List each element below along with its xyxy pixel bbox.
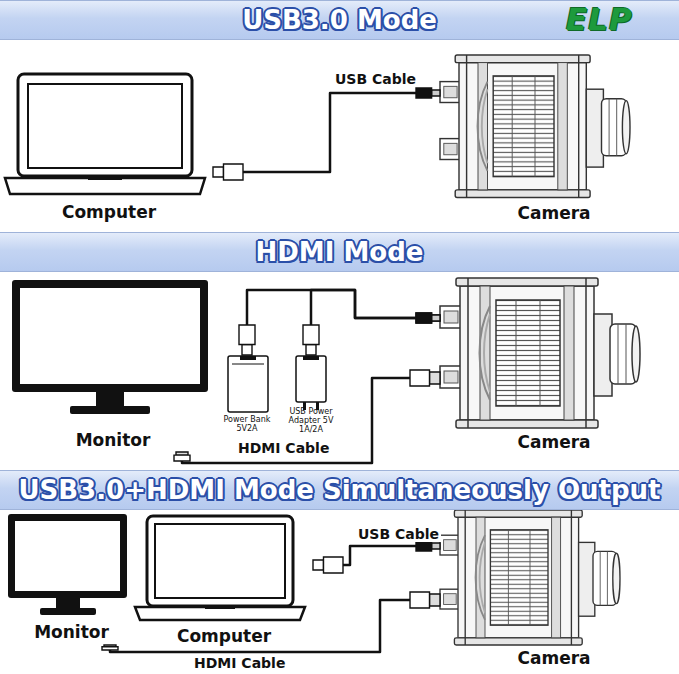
device-label: Computer bbox=[135, 626, 313, 646]
device-node: Computer bbox=[135, 512, 313, 648]
device-label: Computer bbox=[5, 202, 213, 222]
drawing-part bbox=[228, 356, 268, 412]
cable-line bbox=[110, 600, 440, 652]
plug-part bbox=[416, 541, 432, 551]
brand-logo: ELP bbox=[566, 1, 633, 37]
plug-part bbox=[416, 313, 432, 323]
cable-label: HDMI Cable bbox=[192, 655, 287, 671]
monitor-drawing bbox=[8, 514, 127, 615]
device-label: Camera bbox=[440, 648, 668, 668]
device-label: Power Bank 5V2A bbox=[222, 415, 272, 433]
plug-part bbox=[410, 370, 430, 386]
cable-line bbox=[213, 93, 440, 172]
plug-part bbox=[303, 325, 319, 345]
drawing-part bbox=[135, 607, 305, 620]
device-node: Monitor bbox=[8, 278, 218, 452]
cable-label: USB Cable bbox=[356, 526, 441, 542]
cable-connector bbox=[239, 290, 440, 355]
device-node: Monitor bbox=[5, 512, 138, 645]
plug-part bbox=[430, 594, 441, 606]
device-label: USB Power Adapter 5V 1A/2A bbox=[276, 407, 346, 435]
drawing-part bbox=[240, 356, 256, 360]
device-node: Computer bbox=[5, 60, 213, 225]
laptop-drawing bbox=[135, 516, 305, 620]
section-banner: HDMI Mode bbox=[0, 232, 679, 272]
plug-part bbox=[313, 560, 324, 570]
plug-part bbox=[430, 372, 441, 384]
plug-part bbox=[432, 543, 440, 549]
plug-part bbox=[432, 90, 440, 96]
cable-line bbox=[247, 290, 440, 355]
drawing-part bbox=[296, 356, 326, 402]
device-node: Camera bbox=[440, 278, 668, 458]
drawing-part bbox=[40, 608, 96, 615]
device-label: Camera bbox=[440, 203, 668, 223]
drawing-part bbox=[12, 280, 208, 392]
drawing-part bbox=[88, 176, 122, 180]
cable-label: HDMI Cable bbox=[236, 440, 331, 456]
camera-drawing bbox=[440, 55, 630, 198]
cable-line bbox=[311, 290, 440, 355]
drawing-part bbox=[56, 598, 80, 608]
laptop-drawing bbox=[5, 74, 205, 194]
plug-part bbox=[416, 88, 432, 98]
plug-part bbox=[324, 557, 344, 573]
cable-connector bbox=[213, 88, 440, 180]
drawing-part bbox=[5, 178, 205, 194]
plug-part bbox=[432, 315, 440, 321]
device-node: Power Bank 5V2A bbox=[222, 355, 272, 440]
drawing-part bbox=[8, 514, 127, 598]
plug-part bbox=[416, 313, 432, 323]
drawing-part bbox=[18, 74, 192, 176]
plug-part bbox=[174, 455, 190, 461]
drawing-part bbox=[15, 521, 120, 591]
power-bank-drawing bbox=[228, 356, 268, 412]
plug-part bbox=[242, 345, 252, 356]
banner-title: HDMI Mode bbox=[256, 237, 424, 267]
drawing-part bbox=[303, 356, 319, 360]
plug-part bbox=[306, 345, 316, 356]
plug-part bbox=[224, 164, 244, 180]
banner-title: USB3.0 Mode bbox=[242, 5, 437, 35]
drawing-part bbox=[205, 605, 235, 609]
plug-part bbox=[102, 647, 118, 650]
plug-part bbox=[239, 325, 255, 345]
device-label: Monitor bbox=[8, 430, 218, 450]
device-node: Camera bbox=[440, 55, 668, 225]
cable-connector bbox=[174, 370, 440, 463]
cable-connector bbox=[303, 290, 440, 355]
drawing-part bbox=[155, 524, 285, 598]
banner-title: USB3.0+HDMI Mode Simultaneously Output bbox=[18, 475, 660, 505]
camera-drawing bbox=[440, 278, 640, 428]
device-node: USB Power Adapter 5V 1A/2A bbox=[276, 355, 346, 440]
device-label: Monitor bbox=[5, 622, 138, 642]
device-node: Camera bbox=[440, 510, 668, 672]
drawing-part bbox=[28, 84, 182, 168]
drawing-part bbox=[147, 516, 293, 606]
drawing-part bbox=[96, 392, 124, 406]
drawing-part bbox=[20, 288, 200, 384]
cable-line bbox=[182, 378, 440, 463]
plug-part bbox=[432, 315, 440, 321]
drawing-part bbox=[70, 406, 150, 414]
cable-label: USB Cable bbox=[333, 71, 418, 87]
monitor-drawing bbox=[12, 280, 208, 414]
cable-connector bbox=[102, 592, 440, 652]
power-adapter-drawing bbox=[296, 356, 326, 410]
plug-part bbox=[410, 592, 430, 608]
section-banner: USB3.0+HDMI Mode Simultaneously Output bbox=[0, 470, 679, 510]
cable-connector bbox=[313, 541, 440, 573]
plug-part bbox=[213, 167, 224, 177]
camera-drawing bbox=[440, 510, 620, 645]
drawing-part bbox=[232, 364, 264, 365]
device-label: Camera bbox=[440, 432, 668, 452]
